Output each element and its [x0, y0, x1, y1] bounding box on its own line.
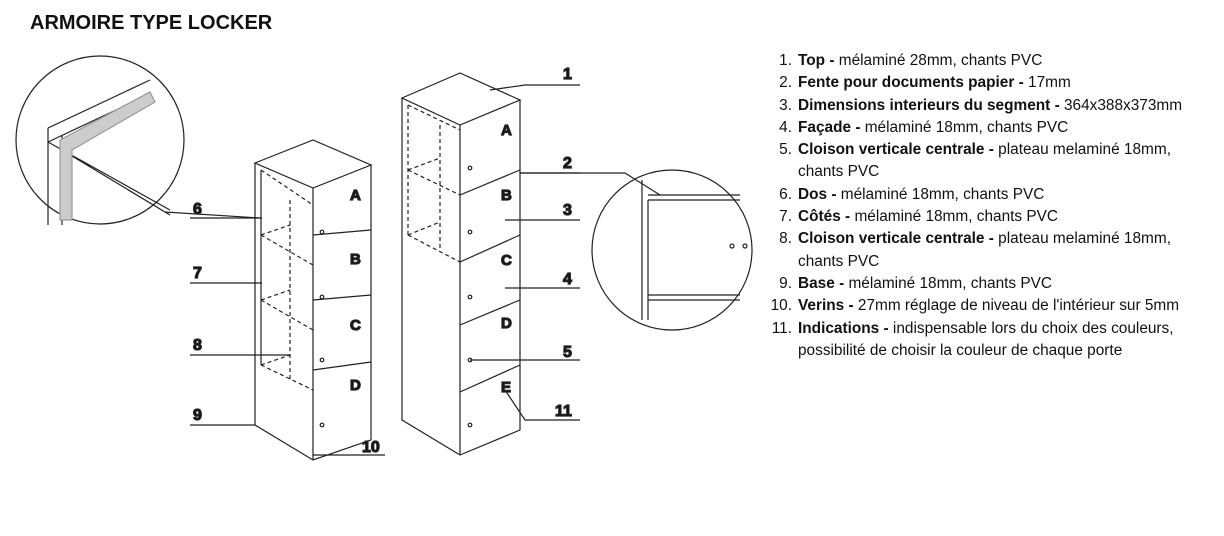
legend-item: 1. Top - mélaminé 28mm, chants PVC	[766, 50, 1216, 72]
short-locker	[253, 139, 373, 461]
corner-detail-circle	[15, 55, 261, 225]
legend-part-name: Base -	[798, 274, 845, 292]
legend-number: 10.	[770, 297, 792, 315]
right-door-b: B	[501, 187, 512, 204]
legend-part-name: Top -	[798, 52, 835, 69]
legend-part-name: Verins -	[798, 297, 854, 315]
slot-detail-circle	[520, 169, 753, 331]
legend-part-name: Indications -	[798, 319, 889, 337]
right-door-e: E	[501, 379, 511, 396]
legend-item: 4. Façade - mélaminé 18mm, chants PVC	[766, 117, 1216, 139]
leader-lines	[190, 84, 580, 456]
legend-description: mélaminé 18mm, chants PVC	[850, 208, 1059, 226]
left-door-d: D	[350, 377, 361, 394]
callout-5: 5	[563, 344, 572, 361]
legend-part-name: Façade -	[798, 118, 861, 136]
callout-2: 2	[563, 155, 572, 172]
legend-description: mélaminé 18mm, chants PVC	[836, 185, 1045, 203]
legend-item: 7. Côtés - mélaminé 18mm, chants PVC	[766, 206, 1216, 228]
left-door-b: B	[350, 251, 361, 268]
legend-item: 3. Dimensions interieurs du segment - 364…	[766, 95, 1216, 117]
callout-1: 1	[563, 66, 572, 83]
legend-part-name: Cloison verticale centrale -	[798, 141, 994, 159]
callout-7: 7	[193, 265, 202, 282]
page-title: ARMOIRE TYPE LOCKER	[30, 12, 273, 34]
legend-description: mélaminé 18mm, chants PVC	[844, 274, 1053, 292]
right-door-a: A	[501, 122, 512, 139]
legend-description: mélaminé 28mm, chants PVC	[834, 52, 1043, 69]
legend-description: 364x388x373mm	[1059, 96, 1183, 114]
legend-item: 10. Verins - 27mm réglage de niveau de l'…	[766, 295, 1216, 317]
legend-number: 3.	[779, 96, 792, 114]
parts-legend: 1. Top - mélaminé 28mm, chants PVC 2. Fente…	[766, 50, 1216, 362]
legend-item: 6. Dos - mélaminé 18mm, chants PVC	[766, 184, 1216, 206]
legend-part-name: Fente pour documents papier -	[798, 74, 1024, 92]
legend-number: 7.	[779, 208, 792, 226]
legend-number: 1.	[779, 52, 792, 69]
legend-description: 27mm réglage de niveau de l'intérieur su…	[853, 297, 1180, 315]
legend-number: 4.	[779, 118, 792, 136]
legend-description: mélaminé 18mm, chants PVC	[860, 118, 1069, 136]
legend-number: 6.	[779, 185, 792, 203]
callout-8: 8	[193, 337, 202, 354]
callout-6: 6	[193, 201, 202, 218]
legend-item: 5. Cloison verticale centrale - plateau m…	[766, 139, 1216, 184]
legend-number: 2.	[779, 74, 792, 92]
legend-number: 11.	[771, 319, 792, 337]
legend-part-name: Cloison verticale centrale -	[798, 230, 994, 248]
legend-item: 2. Fente pour documents papier - 17mm	[766, 72, 1216, 94]
legend-description: indispensable lors du choix des couleurs…	[798, 319, 1174, 359]
legend-description: plateau melaminé 18mm, chants PVC	[798, 230, 1171, 270]
callout-10: 10	[362, 439, 380, 456]
left-door-c: C	[350, 317, 361, 334]
right-door-d: D	[501, 315, 512, 332]
door-letters: A B C D A B C D E	[349, 121, 512, 396]
callout-11: 11	[555, 403, 572, 420]
legend-number: 9.	[779, 274, 792, 292]
legend-description: plateau melaminé 18mm, chants PVC	[798, 141, 1171, 181]
legend-number: 8.	[779, 230, 792, 248]
legend-item: 11. Indications - indispensable lors du c…	[766, 318, 1216, 363]
legend-part-name: Côtés -	[798, 208, 851, 226]
legend-number: 5.	[779, 141, 792, 159]
legend-item: 8. Cloison verticale centrale - plateau m…	[766, 228, 1216, 273]
callout-9: 9	[193, 407, 202, 424]
legend-part-name: Dimensions interieurs du segment -	[798, 96, 1060, 114]
callout-labels: 1 2 3 4 5 6 7 8 9 10 11	[192, 65, 572, 456]
legend-description: 17mm	[1023, 74, 1071, 92]
legend-part-name: Dos -	[798, 185, 837, 203]
right-door-c: C	[501, 252, 512, 269]
callout-4: 4	[563, 271, 572, 288]
legend-item: 9. Base - mélaminé 18mm, chants PVC	[766, 273, 1216, 295]
left-door-a: A	[350, 187, 361, 204]
callout-3: 3	[563, 202, 572, 219]
tall-locker	[400, 72, 522, 456]
